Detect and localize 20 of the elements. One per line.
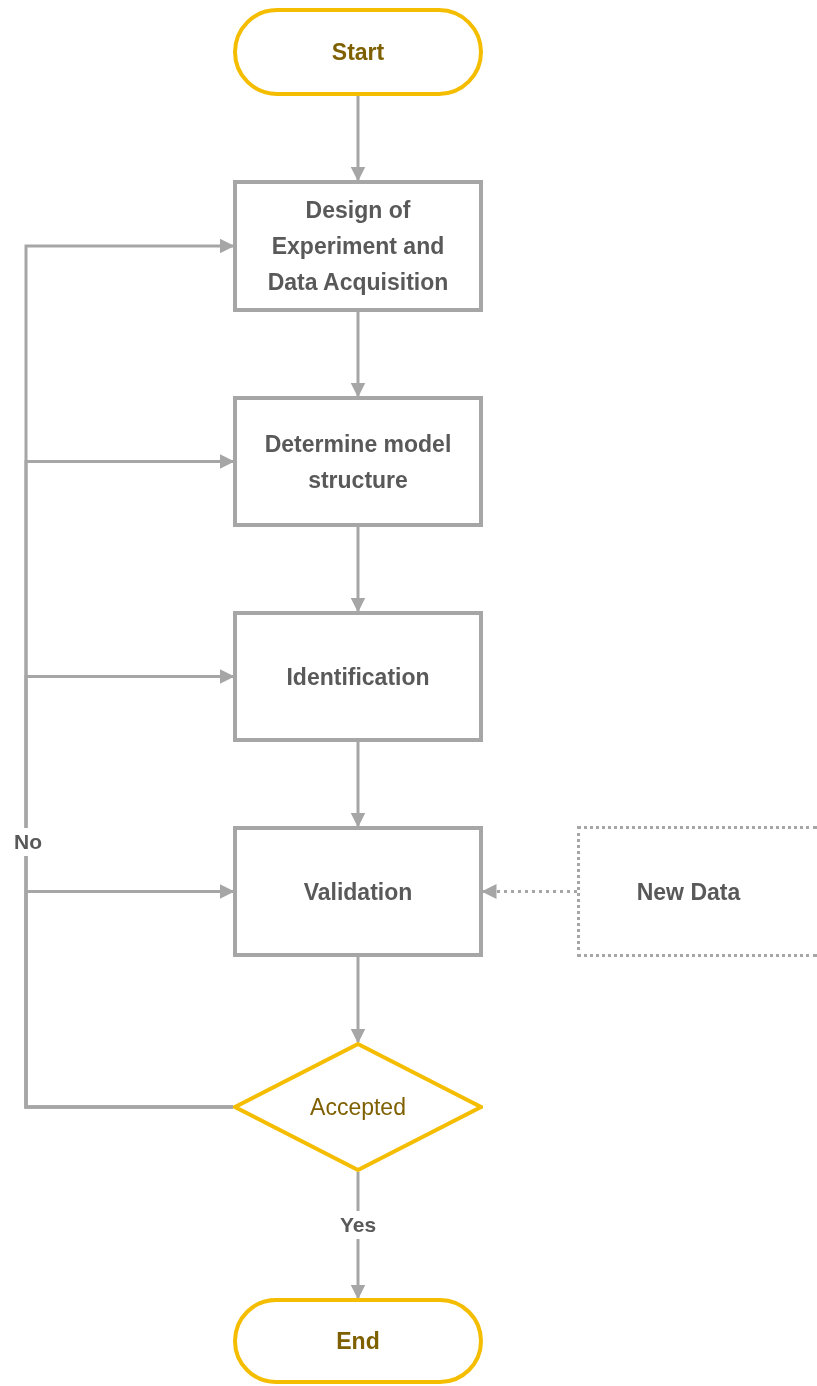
arrow (350, 957, 366, 1044)
process-box (233, 396, 483, 527)
arrow (24, 884, 235, 1109)
node-label: Design of Experiment and Data Acquisition (266, 196, 450, 297)
process-box (233, 826, 483, 957)
node-label: New Data (635, 877, 742, 907)
node-label: Accepted (309, 1093, 407, 1122)
node-label: Identification (285, 662, 431, 692)
arrow (350, 742, 366, 828)
node-label: Start (330, 38, 386, 67)
arrow (350, 96, 366, 182)
process-box (233, 180, 483, 312)
arrow (350, 312, 366, 398)
decision-diamond (233, 1042, 483, 1172)
data-box (577, 826, 817, 957)
process-box (233, 611, 483, 742)
node-label: End (335, 1327, 381, 1356)
node-label: Validation (302, 877, 414, 907)
node-label: Determine model structure (263, 429, 453, 495)
arrow (350, 527, 366, 613)
